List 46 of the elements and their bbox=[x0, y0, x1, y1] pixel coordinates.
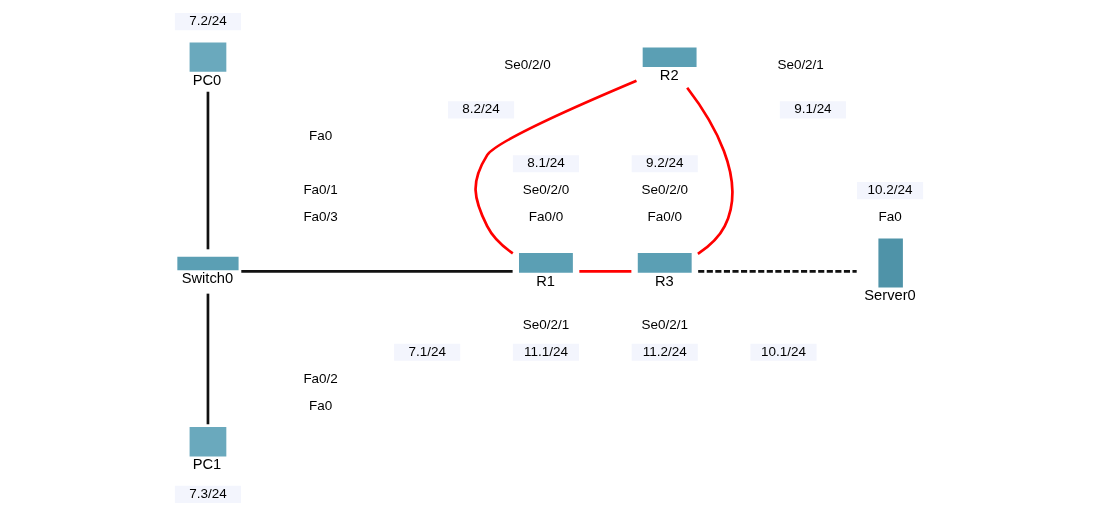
connector bbox=[206, 91, 210, 250]
node-label: Switch0 bbox=[181, 270, 234, 287]
node-label: Server0 bbox=[864, 287, 916, 304]
connector bbox=[698, 270, 857, 273]
label: Fa0 bbox=[878, 209, 902, 225]
label: 9.2/24 bbox=[645, 155, 684, 171]
node-label: R3 bbox=[654, 272, 674, 289]
label: 7.1/24 bbox=[408, 343, 446, 359]
node-label: R2 bbox=[659, 66, 679, 83]
label: Fa0/0 bbox=[528, 209, 564, 225]
label: 9.1/24 bbox=[794, 101, 832, 117]
label: Se0/2/0 bbox=[504, 57, 551, 73]
connector bbox=[474, 79, 637, 255]
label: Fa0/3 bbox=[303, 209, 338, 225]
label: 7.3/24 bbox=[189, 485, 227, 501]
label: Fa0/0 bbox=[647, 209, 682, 225]
node-label: R1 bbox=[536, 272, 555, 289]
label: Se0/2/0 bbox=[641, 182, 688, 198]
node-box bbox=[519, 253, 573, 273]
label: 8.2/24 bbox=[462, 101, 500, 117]
node-label: PC1 bbox=[192, 456, 222, 473]
label: 7.2/24 bbox=[189, 13, 227, 29]
label: 11.1/24 bbox=[523, 343, 568, 359]
label: 10.1/24 bbox=[761, 343, 806, 359]
label: Se0/2/0 bbox=[522, 182, 570, 198]
connector bbox=[206, 293, 210, 425]
connector bbox=[579, 270, 632, 273]
label: 8.1/24 bbox=[527, 155, 565, 171]
label: Se0/2/1 bbox=[522, 316, 570, 332]
label: Fa0 bbox=[309, 128, 333, 144]
node-box bbox=[189, 427, 227, 457]
node-box bbox=[189, 42, 227, 72]
label: Se0/2/1 bbox=[641, 316, 688, 332]
connector bbox=[686, 87, 734, 256]
node-box bbox=[637, 253, 692, 273]
connector bbox=[241, 270, 513, 273]
label: Fa0/1 bbox=[303, 182, 338, 198]
node-label: PC0 bbox=[192, 71, 222, 88]
node-box bbox=[878, 238, 903, 288]
label: Fa0/2 bbox=[303, 370, 338, 386]
node-box bbox=[177, 256, 239, 271]
label: Fa0 bbox=[309, 397, 333, 413]
label: 11.2/24 bbox=[642, 343, 687, 359]
label: Se0/2/1 bbox=[777, 57, 824, 73]
node-box bbox=[642, 47, 697, 67]
label: 10.2/24 bbox=[867, 182, 913, 198]
